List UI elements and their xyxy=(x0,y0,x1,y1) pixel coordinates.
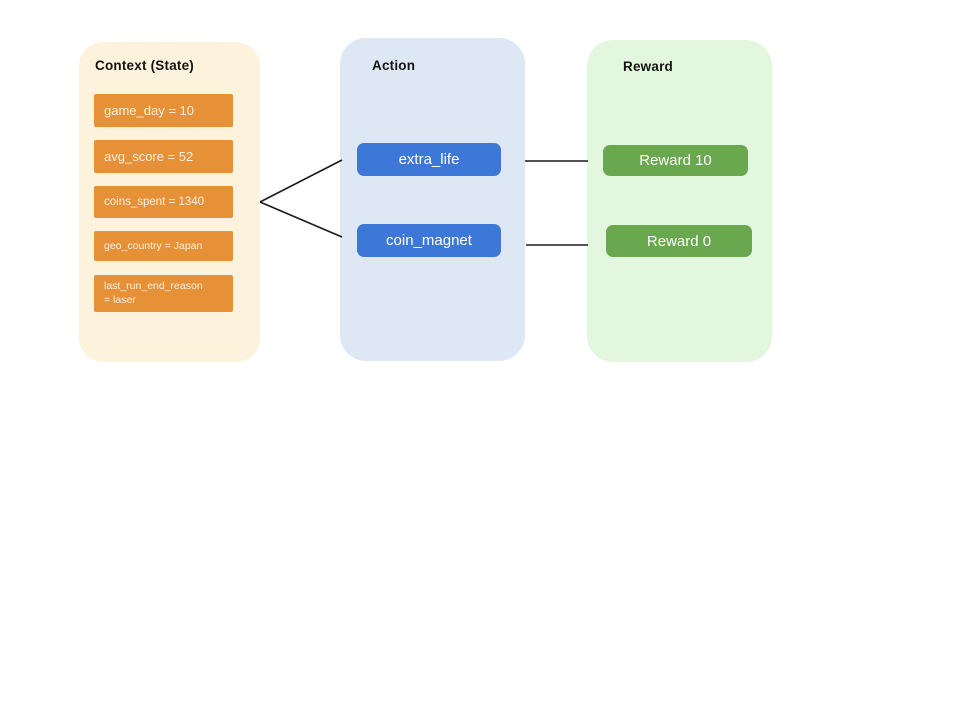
edge-context-to-extra-life xyxy=(259,159,343,203)
action-panel-title: Action xyxy=(372,58,416,73)
action-panel: Action extra_life coin_magnet xyxy=(340,38,525,361)
context-feature-last-run-end-reason: last_run_end_reason = laser xyxy=(94,275,233,312)
action-coin-magnet: coin_magnet xyxy=(357,224,501,257)
reward-panel-title: Reward xyxy=(623,59,673,74)
context-feature-geo-country: geo_country = Japan xyxy=(94,231,233,261)
edge-context-to-coin-magnet xyxy=(259,201,343,238)
context-panel: Context (State) game_day = 10 avg_score … xyxy=(79,42,260,362)
reward-0-box: Reward 0 xyxy=(606,225,752,257)
context-panel-title: Context (State) xyxy=(95,58,195,73)
context-feature-avg-score: avg_score = 52 xyxy=(94,140,233,173)
reward-10-box: Reward 10 xyxy=(603,145,748,176)
context-feature-coins-spent: coins_spent = 1340 xyxy=(94,186,233,218)
reward-panel: Reward Reward 10 Reward 0 xyxy=(587,40,772,362)
action-extra-life: extra_life xyxy=(357,143,501,176)
context-feature-game-day: game_day = 10 xyxy=(94,94,233,127)
